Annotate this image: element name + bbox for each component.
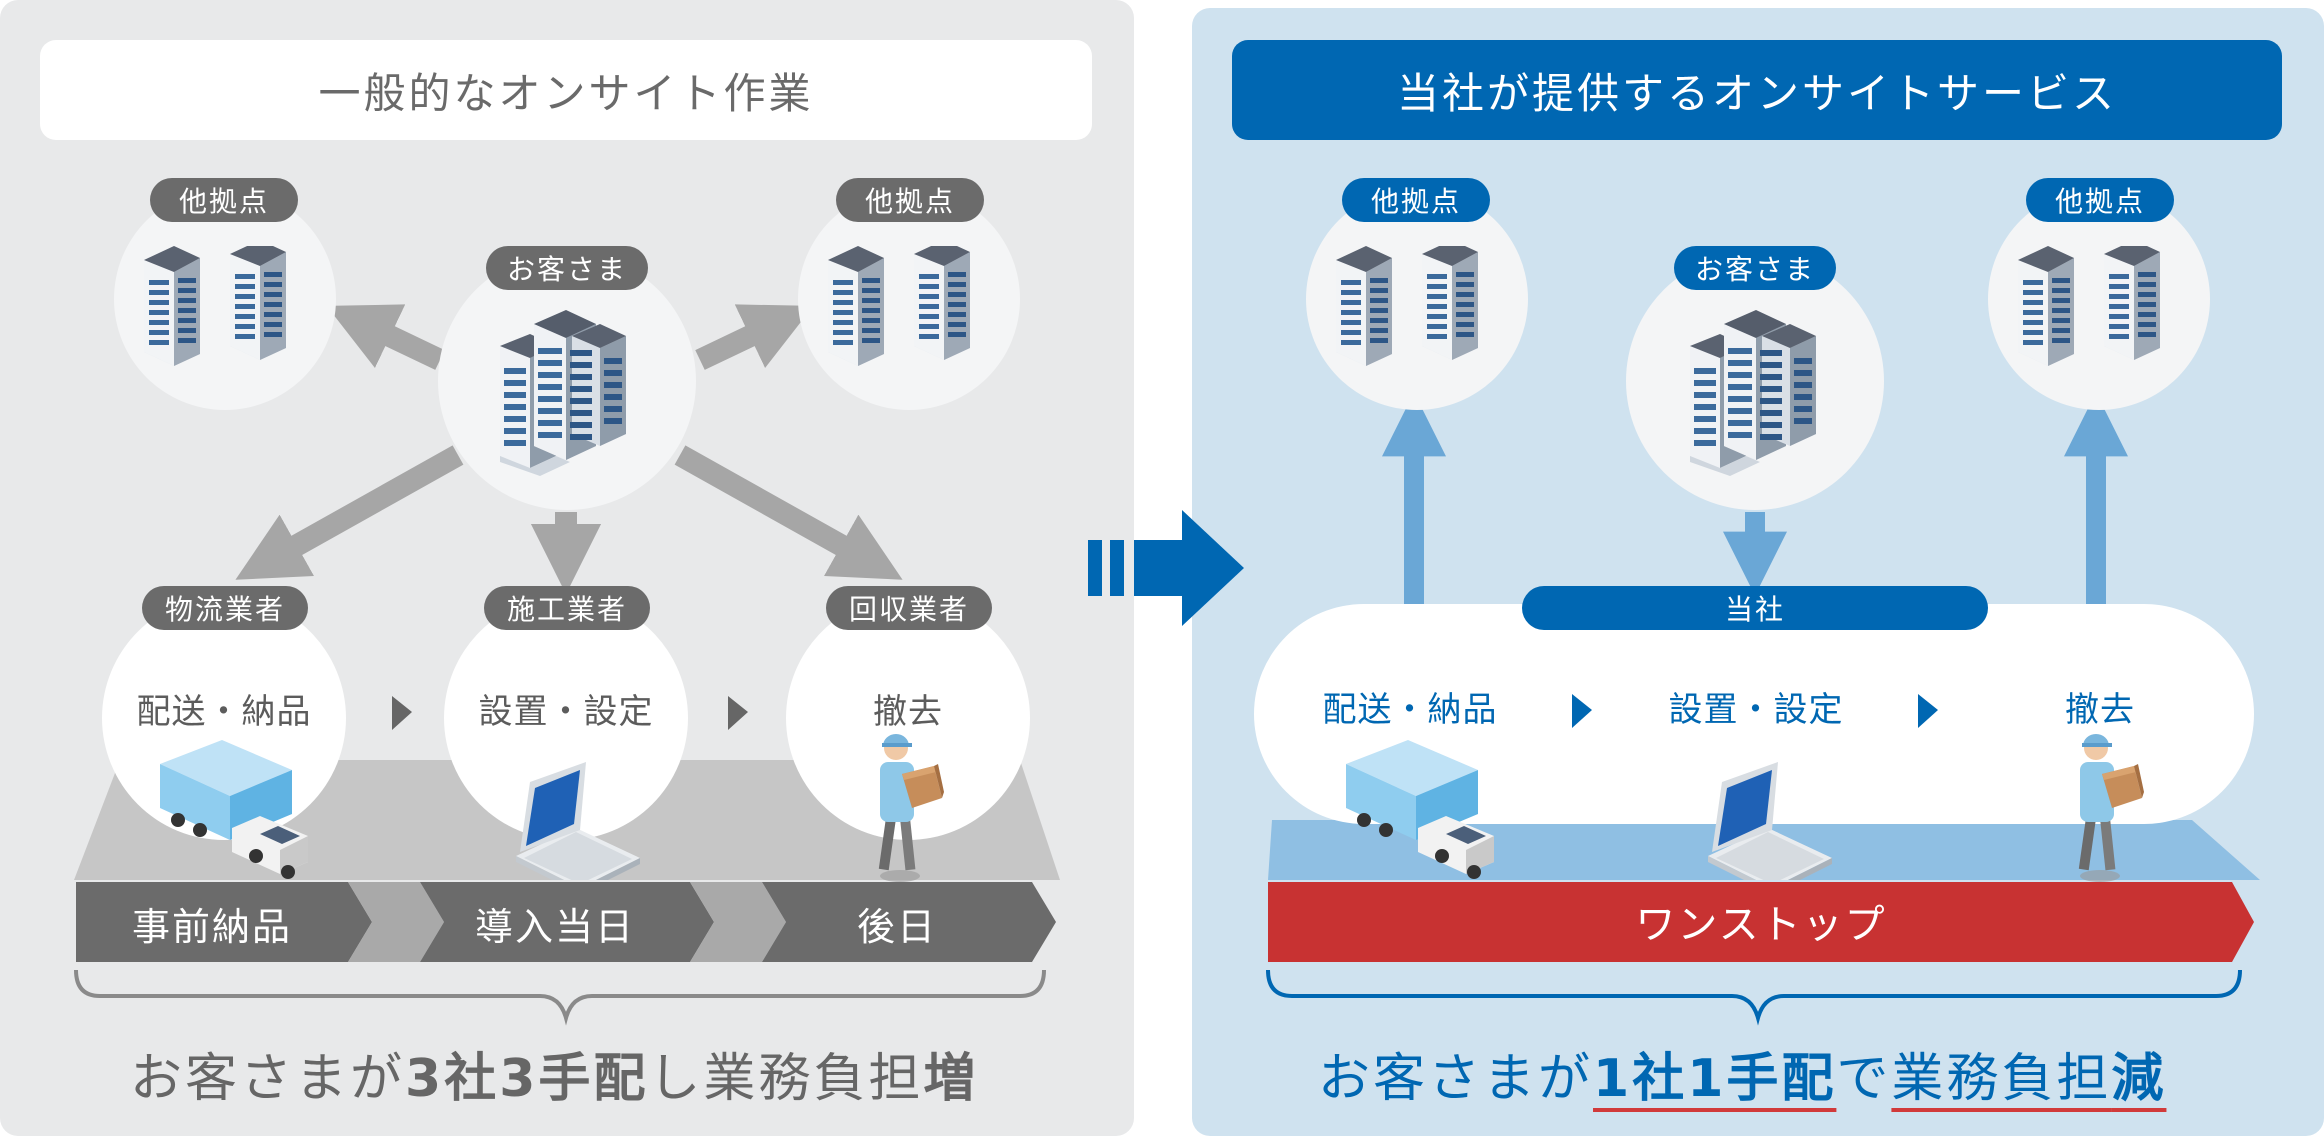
phase-connector-2 [690, 882, 786, 962]
service-setup-task: 設置・設定 [1668, 690, 1844, 730]
service-diagram-graphics [1254, 392, 2260, 1026]
arrow-to-recovery [674, 445, 903, 580]
service-truck-icon [1346, 740, 1494, 879]
branch-right-building-icon [828, 246, 970, 366]
phase-connector-1 [348, 882, 444, 962]
brace [1266, 969, 2242, 1026]
step-arrow-2 [728, 696, 748, 730]
phase-install-day: 導入当日 [474, 904, 635, 949]
phase-later: 後日 [856, 904, 937, 949]
phase-pre-delivery: 事前納品 [131, 904, 292, 949]
service-title: 当社が提供するオンサイトサービス [1232, 40, 2282, 140]
arrow-to-logistics [235, 445, 464, 580]
setup-task: 設置・設定 [478, 692, 654, 732]
recovery-label: 回収業者 [826, 586, 992, 630]
service-customer-building-icon [1690, 310, 1816, 476]
company-label: 当社 [1522, 586, 1988, 630]
logistics-label: 物流業者 [142, 586, 308, 630]
branch-right-label: 他拠点 [836, 178, 984, 222]
removal-task: 撤去 [873, 692, 943, 732]
branch-left-building-icon [144, 246, 286, 366]
phase-bar-3 [762, 882, 1056, 962]
step-arrow-2 [1918, 694, 1938, 728]
service-branch-right-building-icon [2018, 246, 2160, 366]
service-delivery-task: 配送・納品 [1322, 690, 1498, 730]
service-laptop-icon [1708, 762, 1832, 880]
transition-arrow-icon [1088, 510, 1244, 626]
service-branch-left-building-icon [1336, 246, 1478, 366]
company-capsule [1254, 604, 2254, 824]
phase-bar-1 [76, 882, 372, 962]
truck-icon [160, 740, 308, 879]
onestop-label: ワンストップ [1635, 902, 1887, 948]
conventional-diagram-graphics [74, 304, 1060, 1026]
step-arrow-1 [1572, 694, 1592, 728]
service-summary: お客さまが1社1手配で業務負担減 [1318, 1049, 2167, 1109]
service-branch-left-label: 他拠点 [1342, 178, 1490, 222]
step-arrow-1 [392, 696, 412, 730]
conventional-title: 一般的なオンサイト作業 [40, 40, 1092, 140]
brace [74, 969, 1046, 1026]
delivery-task: 配送・納品 [136, 692, 312, 732]
arrow-to-branch-left [326, 304, 445, 370]
phase-bar-2 [420, 882, 714, 962]
service-customer-label: お客さま [1674, 246, 1836, 290]
service-removal-task: 撤去 [2065, 690, 2135, 730]
customer-building-icon [500, 310, 626, 476]
onestop-band [1268, 882, 2254, 962]
laptop-icon [516, 762, 640, 880]
conventional-summary: お客さまが3社3手配し業務負担増 [130, 1049, 979, 1109]
service-branch-right-label: 他拠点 [2026, 178, 2174, 222]
construction-label: 施工業者 [484, 586, 650, 630]
customer-label: お客さま [486, 246, 648, 290]
arrow-to-branch-right [695, 304, 814, 370]
branch-left-label: 他拠点 [150, 178, 298, 222]
service-worker-icon [2078, 734, 2144, 882]
worker-icon [878, 734, 944, 882]
